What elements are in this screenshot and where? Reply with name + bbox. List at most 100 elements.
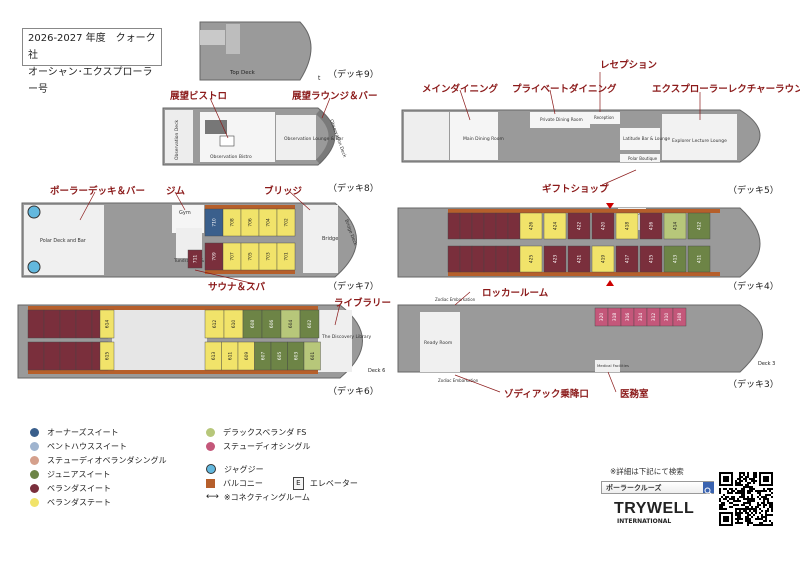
cabin-615-number: 615: [105, 352, 111, 361]
qr-module: [771, 502, 773, 504]
qr-module: [761, 516, 763, 518]
qr-module: [769, 488, 771, 490]
qr-module: [755, 512, 757, 514]
qr-module: [749, 492, 751, 494]
callout-main-dining: メインダイニング: [422, 84, 499, 95]
legend-balcony-label: バルコニー: [223, 478, 263, 488]
qr-module: [721, 508, 723, 510]
legend-connecting: ⟷※コネクティングルーム: [206, 490, 358, 504]
cabin-312-number: 312: [651, 313, 657, 322]
qr-finder: [723, 476, 729, 482]
qr-module: [747, 476, 749, 478]
qr-module: [735, 514, 737, 516]
qr-module: [731, 498, 733, 500]
qr-module: [739, 482, 741, 484]
qr-module: [741, 504, 743, 506]
ready-room-label: Ready Room: [424, 340, 452, 346]
qr-module: [755, 508, 757, 510]
qr-module: [753, 514, 755, 516]
qr-module: [745, 510, 747, 512]
legend-column-2: デラックスベランダ FS ステューディオシングル ジャグジー バルコニー E エ…: [206, 425, 358, 504]
qr-module: [739, 508, 741, 510]
balcony-strip: [28, 306, 318, 310]
explorer-lecture-label: Explorer Lecture Lounge: [672, 138, 727, 144]
qr-module: [731, 490, 733, 492]
cabin-aft-2-cell: [59, 309, 77, 339]
cabin-419-number: 419: [601, 255, 607, 264]
cabin-608-number: 608: [250, 320, 256, 329]
callout-observation-lounge: 展望ラウンジ＆バー: [292, 91, 378, 102]
qr-module: [763, 506, 765, 508]
medical-label: Medical Facilities: [597, 363, 629, 368]
qr-module: [743, 486, 745, 488]
qr-module: [745, 484, 747, 486]
cabin-702-number: 702: [284, 218, 290, 227]
qr-module: [767, 510, 769, 512]
cabin-423-number: 423: [553, 255, 559, 264]
qr-module: [743, 474, 745, 476]
legend-verandah-state-label: ベランダステート: [47, 497, 111, 507]
cabin-310-number: 310: [664, 313, 670, 322]
qr-module: [765, 496, 767, 498]
qr-module: [765, 520, 767, 522]
qr-module: [737, 514, 739, 516]
qr-module: [739, 510, 741, 512]
cabin-d4-aft-1-cell: [459, 212, 473, 240]
qr-module: [749, 510, 751, 512]
search-input[interactable]: ポーラークルーズ: [601, 481, 714, 494]
balcony-strip: [205, 205, 295, 209]
cabin-412-number: 412: [697, 222, 703, 231]
cabin-709-number: 709: [212, 252, 218, 261]
qr-module: [749, 500, 751, 502]
qr-module: [751, 494, 753, 496]
qr-module: [719, 506, 721, 508]
qr-module: [747, 482, 749, 484]
qr-module: [741, 496, 743, 498]
qr-module: [753, 482, 755, 484]
qr-module: [727, 496, 729, 498]
qr-module: [741, 490, 743, 492]
gym-label: Gym: [179, 210, 191, 216]
cabin-320-number: 320: [599, 313, 605, 322]
cabin-615-cell: [99, 341, 115, 371]
cabin-609-number: 609: [244, 352, 250, 361]
cabin-d4-aft-b-4-cell: [495, 245, 509, 273]
qr-module: [747, 486, 749, 488]
cabin-aft-1-cell: [43, 309, 61, 339]
qr-module: [723, 488, 725, 490]
legend-column-1: オーナーズスイート ペントハウススイート ステューディオベランダシングル ジュニ…: [30, 425, 167, 509]
cabin-612-number: 612: [212, 320, 218, 329]
qr-module: [771, 506, 773, 508]
qr-module: [747, 490, 749, 492]
qr-module: [735, 510, 737, 512]
main-dining-label: Main Dining Room: [463, 136, 504, 142]
qr-module: [737, 492, 739, 494]
qr-module: [759, 504, 761, 506]
qr-module: [769, 504, 771, 506]
observation-lounge-label: Observation Lounge & Bar: [284, 136, 344, 142]
qr-module: [741, 508, 743, 510]
deck-3-plan: Zodiac Embarkation Zodiac Embarkation Re…: [397, 280, 775, 383]
qr-module: [745, 516, 747, 518]
cabin-420-number: 420: [601, 222, 607, 231]
cabin-614-cell: [99, 309, 115, 339]
qr-module: [769, 502, 771, 504]
qr-module: [767, 524, 769, 526]
qr-module: [749, 498, 751, 500]
qr-module: [757, 504, 759, 506]
qr-module: [759, 490, 761, 492]
cabin-423-cell: [543, 245, 567, 273]
qr-module: [757, 516, 759, 518]
qr-module: [753, 510, 755, 512]
qr-module: [747, 484, 749, 486]
qr-module: [737, 522, 739, 524]
cabin-d4-aft-b-5-cell: [507, 245, 521, 273]
cabin-426-number: 426: [529, 222, 535, 231]
deck-9-label: （デッキ9）: [328, 70, 379, 80]
search-icon[interactable]: [703, 482, 714, 496]
balcony-strip: [448, 272, 720, 276]
qr-finder: [763, 476, 769, 482]
trywell-subtitle: INTERNATIONAL: [617, 518, 672, 525]
qr-module: [723, 504, 725, 506]
double-arrow-icon: ⟷: [206, 492, 219, 502]
